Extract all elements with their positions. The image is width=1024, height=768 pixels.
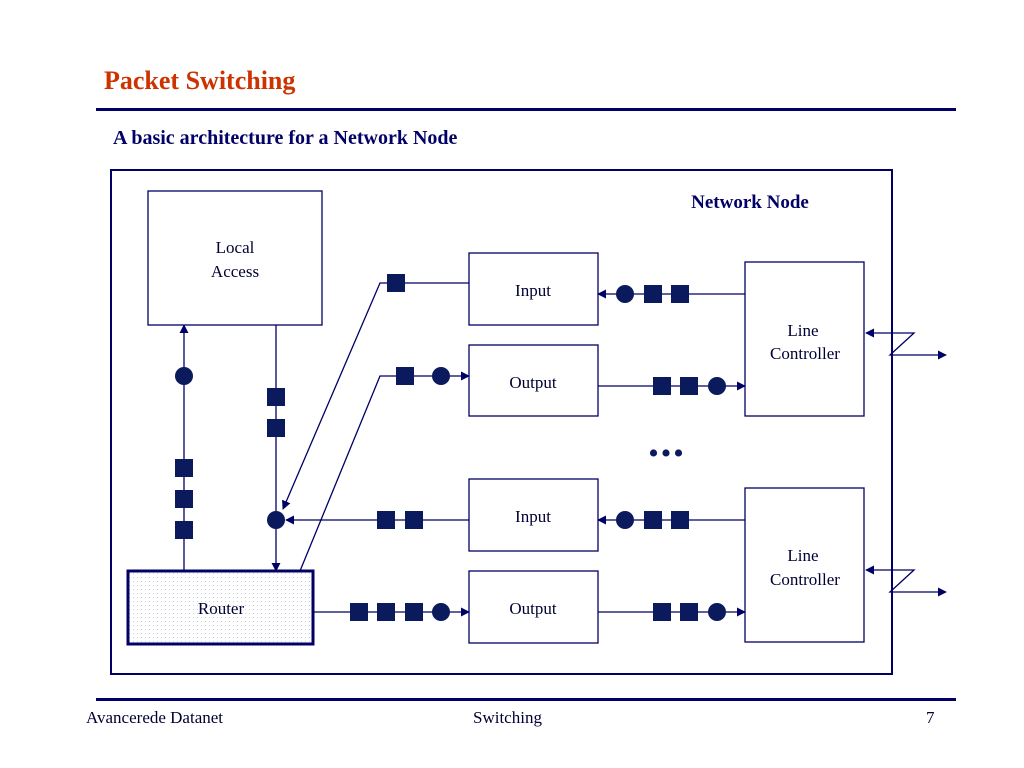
packet-square (405, 511, 423, 529)
footer-topic: Switching (473, 708, 542, 727)
packet-square (175, 490, 193, 508)
packet-circle (432, 603, 450, 621)
network-node-label: Network Node (691, 192, 809, 213)
packet-square (377, 511, 395, 529)
packet-circle (616, 285, 634, 303)
external-link-2 (865, 565, 947, 597)
packet-square (653, 603, 671, 621)
footer-page-number: 7 (926, 708, 935, 727)
local-access-box (147, 190, 323, 326)
output-label-2: Output (509, 599, 557, 618)
packet-square (267, 419, 285, 437)
line-controller-box-1 (744, 261, 865, 417)
packets (175, 274, 726, 621)
packet-circle (708, 377, 726, 395)
packet-square (396, 367, 414, 385)
input-label-1: Input (515, 281, 551, 300)
packet-circle (175, 367, 193, 385)
packet-square (387, 274, 405, 292)
packet-square (644, 511, 662, 529)
packet-square (671, 285, 689, 303)
packet-square (680, 377, 698, 395)
packet-square (175, 459, 193, 477)
footer-course: Avancerede Datanet (86, 708, 224, 727)
input1-to-junction-arrow (282, 282, 469, 510)
line-controller-label-2a: Line (787, 546, 818, 565)
local-access-label-line2: Access (211, 262, 259, 281)
junction-circle (267, 511, 285, 529)
packet-square (405, 603, 423, 621)
packet-square (644, 285, 662, 303)
external-link-1 (865, 328, 947, 360)
packet-circle (708, 603, 726, 621)
output-box-2 (468, 570, 599, 644)
footer-rule (96, 698, 956, 701)
header-rule (96, 108, 956, 111)
input-label-2: Input (515, 507, 551, 526)
packet-square (680, 603, 698, 621)
input-box-2 (468, 478, 599, 552)
packet-square (671, 511, 689, 529)
packet-circle (432, 367, 450, 385)
network-node-frame (110, 169, 893, 675)
line-controller-label-1a: Line (787, 321, 818, 340)
packet-square (377, 603, 395, 621)
line-controller-label-2b: Controller (770, 570, 840, 589)
packet-circle (616, 511, 634, 529)
packet-square (350, 603, 368, 621)
line-controller-label-1b: Controller (770, 344, 840, 363)
line-controller-box-2 (744, 487, 865, 643)
input-box-1 (468, 252, 599, 326)
output-label-1: Output (509, 373, 557, 392)
packet-square (653, 377, 671, 395)
packet-square (267, 388, 285, 406)
packet-square (175, 521, 193, 539)
page-subtitle: A basic architecture for a Network Node (113, 127, 458, 149)
router-label: Router (198, 599, 245, 618)
page-title: Packet Switching (104, 66, 296, 95)
router-to-output1-arrow (299, 371, 470, 572)
more-ports-ellipsis: ••• (648, 437, 686, 470)
router-box (126, 569, 315, 646)
local-access-label-line1: Local (216, 238, 255, 257)
